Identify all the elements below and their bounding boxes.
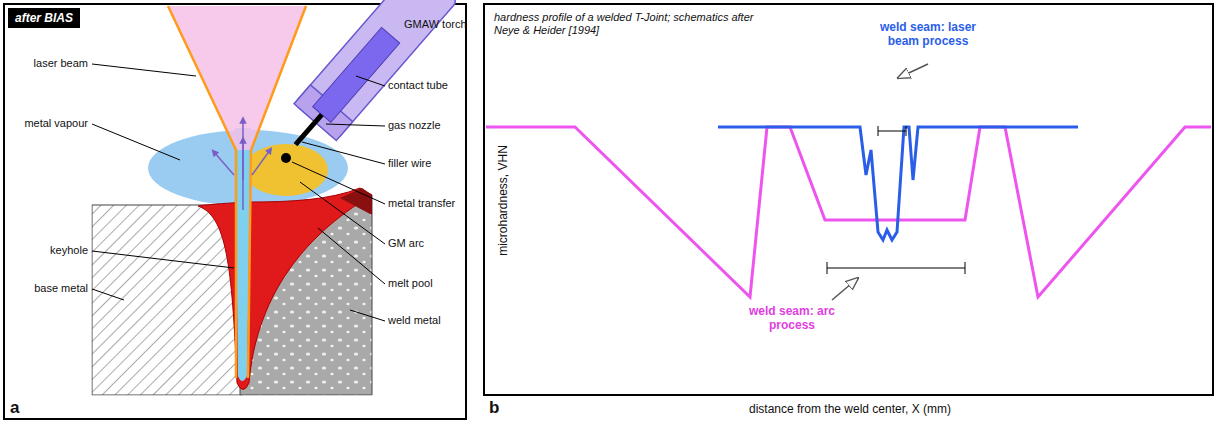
panel-frame (484, 4, 1213, 395)
source-tag: after BIAS (8, 8, 80, 28)
laser-beam-edge (168, 6, 306, 378)
base-metal (92, 205, 242, 395)
melt-pool-lip (340, 188, 372, 215)
part-label: weld metal (388, 314, 441, 327)
metal-transfer-drop (281, 153, 291, 163)
series-label: weld seam: laser beam process (863, 20, 993, 48)
part-label: metal transfer (388, 197, 455, 210)
leader-lines (92, 64, 385, 321)
vapour-arrow (242, 120, 244, 180)
part-label: GM arc (388, 237, 424, 250)
seam-bracket (827, 126, 965, 274)
pointer-arrow (832, 278, 858, 300)
gm-arc (244, 144, 328, 196)
part-label: GMAW torch (404, 18, 467, 31)
panel-letter: a (10, 398, 19, 417)
laser-hardness-curve (718, 127, 1078, 240)
arc-hardness-curve (486, 127, 1211, 297)
part-label: base metal (34, 282, 88, 295)
tag-text: after BIAS (15, 11, 73, 25)
series-label: weld seam: arc process (742, 304, 842, 332)
part-label: keyhole (50, 244, 88, 257)
part-label: contact tube (388, 79, 448, 92)
vapour-arrow (214, 152, 234, 175)
part-label: filler wire (388, 157, 431, 170)
part-label: gas nozzle (388, 119, 441, 132)
melt-pool (198, 188, 372, 390)
pointer-arrow (898, 64, 928, 78)
part-label: melt pool (388, 277, 433, 290)
part-label: metal vapour (24, 117, 88, 130)
part-label: laser beam (34, 57, 88, 70)
laser-beam (168, 6, 306, 150)
vapour-arrow (252, 150, 270, 175)
panel-letter: b (489, 398, 499, 417)
chart-note: hardness profile of a welded T-Joint; sc… (494, 11, 756, 37)
axis-title: microhardness, VHN (496, 145, 509, 256)
axis-title: distance from the weld center, X (mm) (749, 403, 951, 416)
